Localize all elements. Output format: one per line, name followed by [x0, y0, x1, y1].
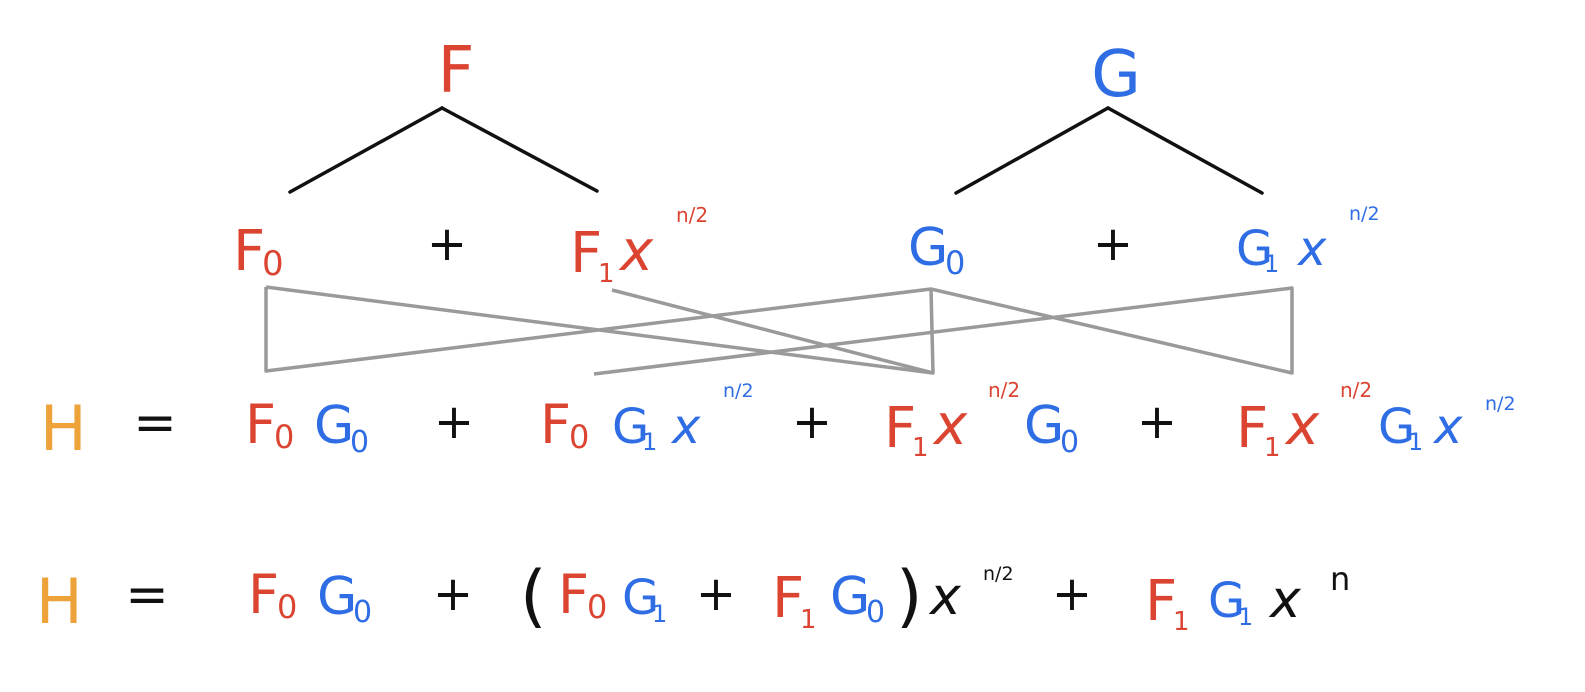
- f1-subscript: 1: [800, 605, 817, 635]
- term-f0-g0: F 0 G 0: [245, 393, 369, 460]
- g1-subscript: 1: [1408, 428, 1423, 456]
- f1-subscript: 1: [912, 433, 929, 463]
- f0-letter: F: [540, 393, 571, 456]
- term-f1-x-g0: F 1 x n/2 G 0: [884, 378, 1079, 463]
- x-variable: x: [1268, 570, 1302, 630]
- f1-letter: F: [1236, 396, 1268, 461]
- g0-subscript: 0: [945, 244, 965, 282]
- exponent-n-half: n/2: [1349, 203, 1380, 225]
- f0-subscript: 0: [274, 418, 294, 456]
- g1-subscript: 1: [642, 428, 657, 456]
- term-f0-g0: F 0 G 0: [248, 563, 372, 630]
- g0-subscript: 0: [1060, 425, 1079, 460]
- tree-branches: [288, 106, 1264, 195]
- exponent-n-half: n/2: [983, 563, 1014, 585]
- exponent-n-half: n/2: [676, 203, 708, 227]
- expanded-equation: H = F 0 G 0 + F 0 G 1 x n/2 + F 1 x n/2 …: [40, 378, 1516, 465]
- f1-subscript: 1: [1173, 607, 1190, 637]
- f1-letter: F: [772, 566, 804, 631]
- f1-letter: F: [570, 221, 602, 286]
- g1-letter: G: [1236, 221, 1273, 277]
- f0-subscript: 0: [587, 588, 607, 626]
- x-variable: x: [1432, 399, 1463, 455]
- exponent-n-half: n/2: [1485, 393, 1516, 415]
- plus-sign: +: [696, 566, 736, 622]
- f0-letter: F: [248, 563, 279, 626]
- h-symbol: H: [36, 565, 83, 638]
- equals-sign: =: [125, 565, 169, 625]
- f0-subscript: 0: [262, 244, 284, 284]
- g1-subscript: 1: [652, 600, 667, 628]
- term-g0: G 0: [908, 218, 965, 282]
- x-variable: x: [932, 393, 968, 458]
- x-variable: x: [928, 567, 962, 627]
- g0-letter: G: [908, 218, 948, 278]
- f0-subscript: 0: [277, 588, 297, 626]
- exponent-n-half: n/2: [723, 380, 754, 402]
- term-f0-g1: F 0 G 1: [558, 563, 667, 628]
- connector-f1-to-g0: [611, 288, 934, 375]
- plus-sign: +: [433, 566, 473, 622]
- x-variable: x: [1296, 221, 1327, 277]
- equals-sign: =: [133, 393, 177, 453]
- branch-f-left: [288, 106, 444, 194]
- connector-f0-pairs: [264, 285, 935, 375]
- exponent-n: n: [1330, 560, 1350, 598]
- term-g1-x: G 1 x n/2: [1236, 203, 1380, 278]
- f0-letter: F: [245, 393, 276, 456]
- plus-sign: +: [1137, 394, 1177, 450]
- f0-subscript: 0: [569, 418, 589, 456]
- plus-sign: +: [427, 216, 467, 272]
- branch-g-right: [1106, 106, 1264, 195]
- g0-subscript: 0: [353, 595, 372, 630]
- f1-subscript: 1: [598, 259, 615, 289]
- term-f0-g1-x: F 0 G 1 x n/2: [540, 380, 754, 456]
- g0-letter: G: [314, 396, 354, 456]
- f0-letter: F: [558, 563, 589, 626]
- exponent-n-half: n/2: [988, 378, 1020, 402]
- right-parenthesis: ): [896, 557, 923, 636]
- g0-letter: G: [317, 567, 357, 627]
- left-parenthesis: (: [520, 557, 547, 636]
- g0-subscript: 0: [866, 595, 885, 630]
- exponent-n-half: n/2: [1340, 378, 1372, 402]
- g1-subscript: 1: [1238, 603, 1253, 631]
- root-g: G: [1091, 38, 1141, 112]
- f1-letter: F: [1145, 569, 1177, 634]
- x-variable: x: [618, 219, 654, 284]
- term-f1-x-g1-x: F 1 x n/2 G 1 x n/2: [1236, 378, 1516, 463]
- split-row: F 0 + F 1 x n/2 G 0 + G 1 x n/2: [233, 203, 1380, 289]
- plus-sign: +: [792, 394, 832, 450]
- f0-letter: F: [233, 219, 265, 284]
- cross-connectors: [264, 285, 1294, 376]
- f1-letter: F: [884, 396, 916, 461]
- combined-equation: H = F 0 G 0 + ( F 0 G 1 + F 1 G 0 ) x n/…: [36, 557, 1350, 638]
- g0-letter: G: [1024, 396, 1064, 456]
- g1-letter: G: [612, 399, 649, 455]
- g0-subscript: 0: [350, 425, 369, 460]
- g1-letter: G: [1208, 573, 1245, 629]
- x-variable: x: [1284, 393, 1320, 458]
- branch-f-right: [440, 106, 599, 193]
- term-f1-g0: F 1 G 0: [772, 566, 885, 635]
- plus-sign: +: [434, 394, 474, 450]
- root-f: F: [438, 34, 475, 108]
- x-variable: x: [670, 399, 701, 455]
- plus-sign: +: [1052, 566, 1092, 622]
- connector-g1-pairs: [593, 286, 1294, 376]
- plus-sign: +: [1093, 216, 1133, 272]
- branch-g-left: [954, 106, 1110, 195]
- g1-letter: G: [622, 570, 659, 626]
- term-f1-x: F 1 x n/2: [570, 203, 708, 289]
- g0-letter: G: [830, 567, 870, 627]
- g1-subscript: 1: [1264, 250, 1279, 278]
- h-symbol: H: [40, 392, 87, 465]
- term-f0: F 0: [233, 219, 284, 284]
- g1-letter: G: [1378, 399, 1415, 455]
- f1-subscript: 1: [1264, 433, 1281, 463]
- term-f1-g1-x-n: F 1 G 1 x n: [1145, 560, 1350, 637]
